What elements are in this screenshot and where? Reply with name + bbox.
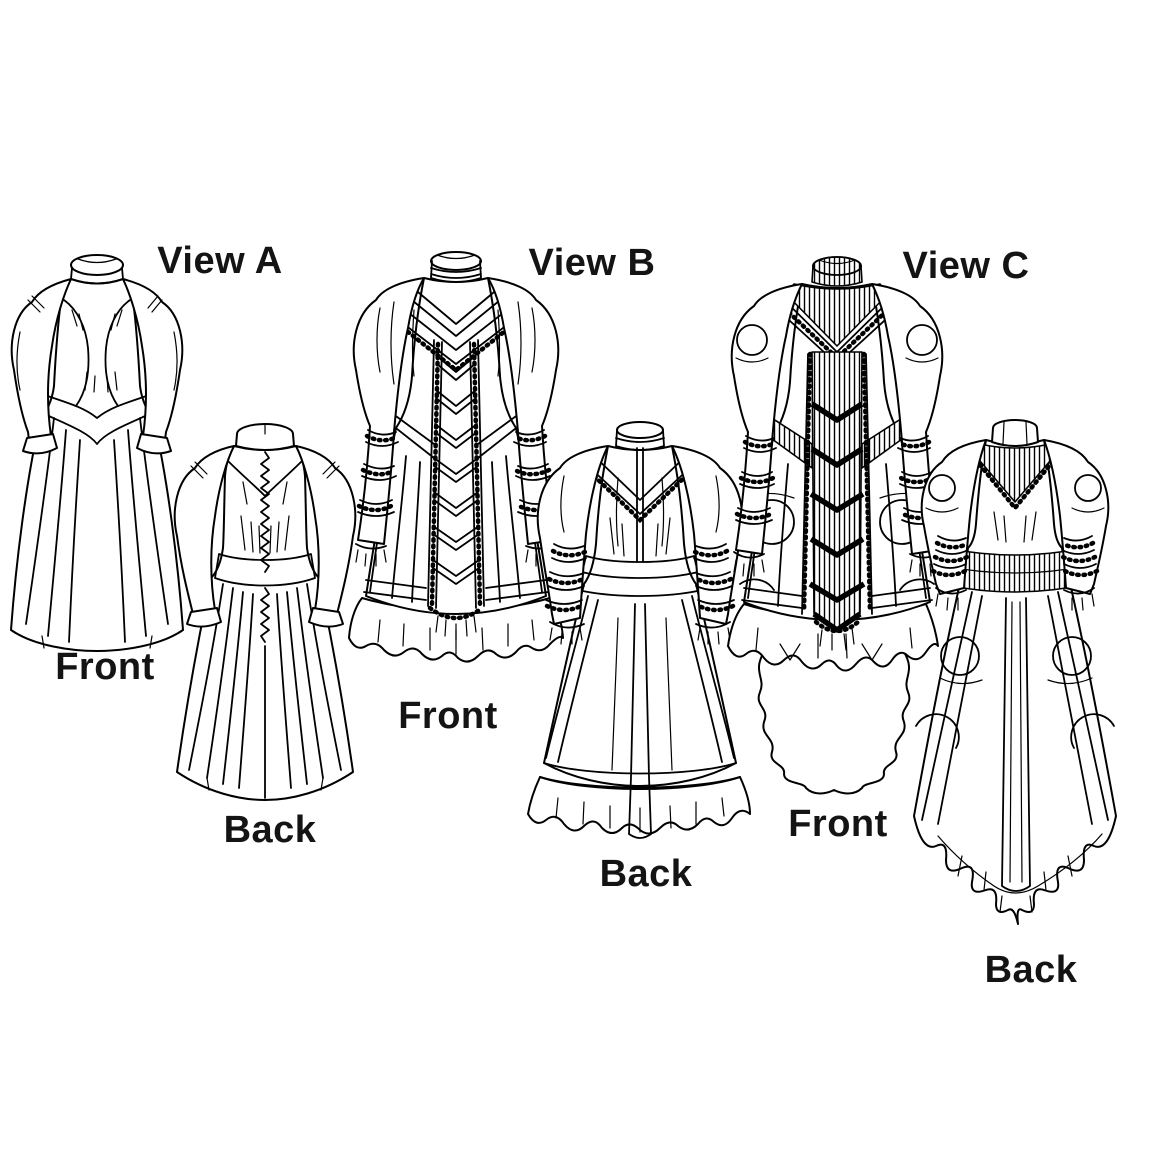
collar [991, 419, 1039, 447]
center-panel [801, 351, 873, 651]
yoke-chevron-bands [395, 281, 517, 373]
view-c-front-label: Front [788, 803, 888, 845]
view-b-back-label: Back [599, 853, 693, 895]
collar [235, 423, 295, 451]
sleeves [173, 445, 357, 628]
view-c-back-dress-illustration [902, 416, 1142, 946]
collar [70, 254, 124, 285]
view-a-back-drawing [173, 423, 357, 801]
torso-and-skirt [176, 445, 354, 801]
view-a-front-label: Front [55, 646, 155, 688]
view-c-back-label: Back [984, 949, 1078, 991]
yoke-bib [973, 443, 1057, 512]
center-back-panel [628, 603, 652, 839]
waist-trim-bands [373, 399, 539, 459]
view-b-front-drawing [348, 251, 564, 663]
torso-and-skirt [539, 445, 741, 789]
torso-and-skirt [913, 439, 1117, 925]
sleeves [10, 278, 184, 455]
collar [811, 256, 863, 287]
view-a-back-label: Back [223, 809, 317, 851]
view-b-front-dress-illustration [346, 248, 566, 688]
view-c-title: View C [902, 244, 1030, 287]
view-b-front-label: Front [398, 695, 498, 737]
view-b-back-dress-illustration [518, 418, 762, 858]
view-a-front-drawing [10, 254, 184, 652]
hem-ruffle [727, 603, 939, 672]
center-back-panel [1001, 597, 1031, 892]
view-c-back-drawing [913, 419, 1117, 925]
collar [430, 251, 482, 283]
view-b-title: View B [528, 241, 656, 284]
view-a-back-dress-illustration [163, 420, 367, 820]
collar [615, 421, 665, 451]
hem-ruffle [527, 776, 751, 835]
torso-and-skirt [363, 277, 549, 615]
sleeves [352, 277, 560, 567]
view-a-front-dress-illustration [2, 252, 194, 662]
view-b-back-drawing [527, 421, 751, 839]
sleeves [920, 439, 1110, 611]
view-a-title: View A [157, 239, 283, 282]
center-panel [427, 339, 485, 641]
train [757, 651, 911, 795]
sleeves [536, 445, 744, 645]
